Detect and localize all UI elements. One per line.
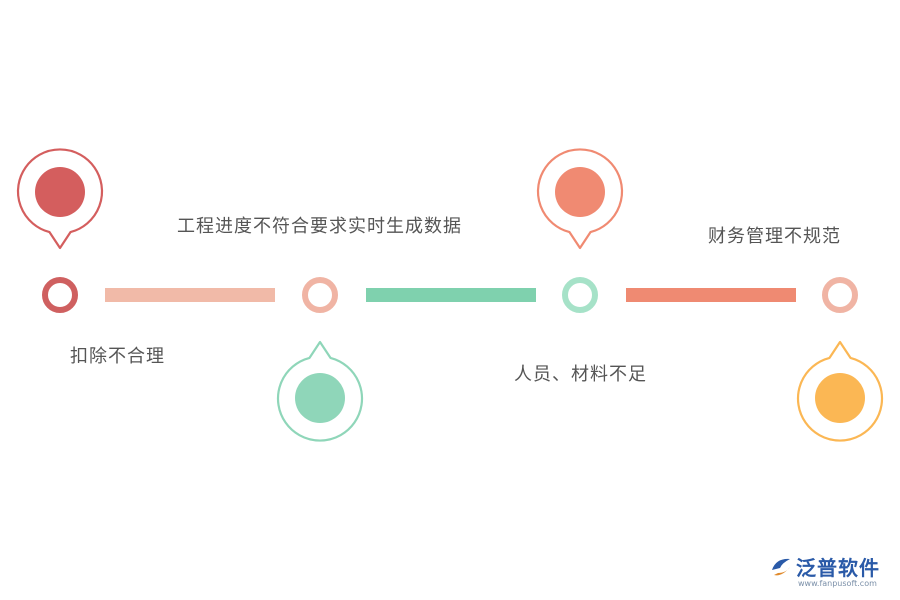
pin-dot-1 [35,167,85,217]
step-label-2: 工程进度不符合要求实时生成数据 [177,216,462,237]
timeline-node-4 [822,277,858,313]
pin-dot-2 [295,373,345,423]
pin-dot-3 [555,167,605,217]
watermark-url: www.fanpusoft.com [798,579,877,588]
timeline-node-1 [42,277,78,313]
timeline-node-3 [562,277,598,313]
pin-dot-4 [815,373,865,423]
step-label-3: 人员、材料不足 [514,364,647,385]
pin-marker-1 [16,148,104,250]
pin-marker-3 [536,148,624,250]
connector-bar-2 [366,288,536,302]
step-label-1: 扣除不合理 [70,346,165,367]
watermark: 泛普软件 www.fanpusoft.com [768,552,890,592]
watermark-brand: 泛普软件 [796,556,880,580]
connector-bar-1 [105,288,275,302]
pin-marker-2 [276,340,364,442]
pin-marker-4 [796,340,884,442]
fanpu-logo-icon [772,558,790,576]
connector-bar-3 [626,288,796,302]
timeline-node-2 [302,277,338,313]
step-label-4: 财务管理不规范 [708,226,841,247]
